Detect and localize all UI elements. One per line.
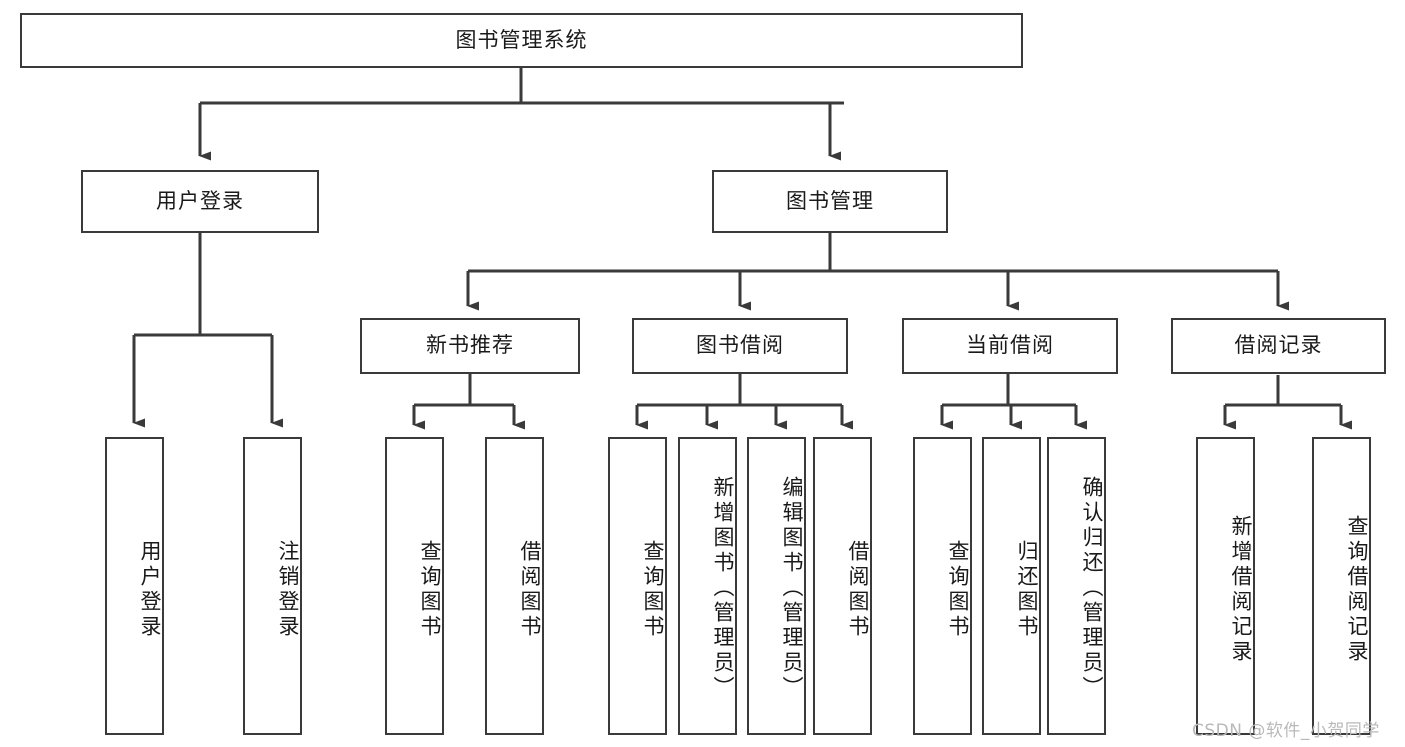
leaf-query-book-borrow[interactable]: 查询图书 [608, 437, 667, 735]
leaf-query-borrow-record[interactable]: 查询借阅记录 [1312, 437, 1371, 735]
leaf-confirm-return-admin[interactable]: 确认归还（管理员） [1047, 437, 1106, 735]
leaf-query-book-current[interactable]: 查询图书 [913, 437, 972, 735]
leaf-borrow-book-recommend[interactable]: 借阅图书 [485, 437, 544, 735]
node-new-book-recommend[interactable]: 新书推荐 [360, 318, 580, 374]
csdn-watermark: CSDN @软件_小贺同学 [1192, 721, 1380, 741]
node-book-management[interactable]: 图书管理 [712, 170, 948, 233]
leaf-query-book-recommend[interactable]: 查询图书 [385, 437, 444, 735]
leaf-add-borrow-record[interactable]: 新增借阅记录 [1196, 437, 1255, 735]
node-current-borrow[interactable]: 当前借阅 [902, 318, 1118, 374]
node-borrow-record[interactable]: 借阅记录 [1171, 318, 1386, 374]
node-book-borrow[interactable]: 图书借阅 [632, 318, 848, 374]
leaf-edit-book-admin[interactable]: 编辑图书（管理员） [747, 437, 806, 735]
leaf-user-login[interactable]: 用户登录 [105, 437, 164, 735]
node-root-system[interactable]: 图书管理系统 [20, 13, 1023, 68]
leaf-add-book-admin[interactable]: 新增图书（管理员） [678, 437, 737, 735]
leaf-return-book[interactable]: 归还图书 [982, 437, 1041, 735]
leaf-lend-book[interactable]: 借阅图书 [813, 437, 872, 735]
node-user-login[interactable]: 用户登录 [81, 170, 319, 233]
leaf-user-logout[interactable]: 注销登录 [243, 437, 302, 735]
